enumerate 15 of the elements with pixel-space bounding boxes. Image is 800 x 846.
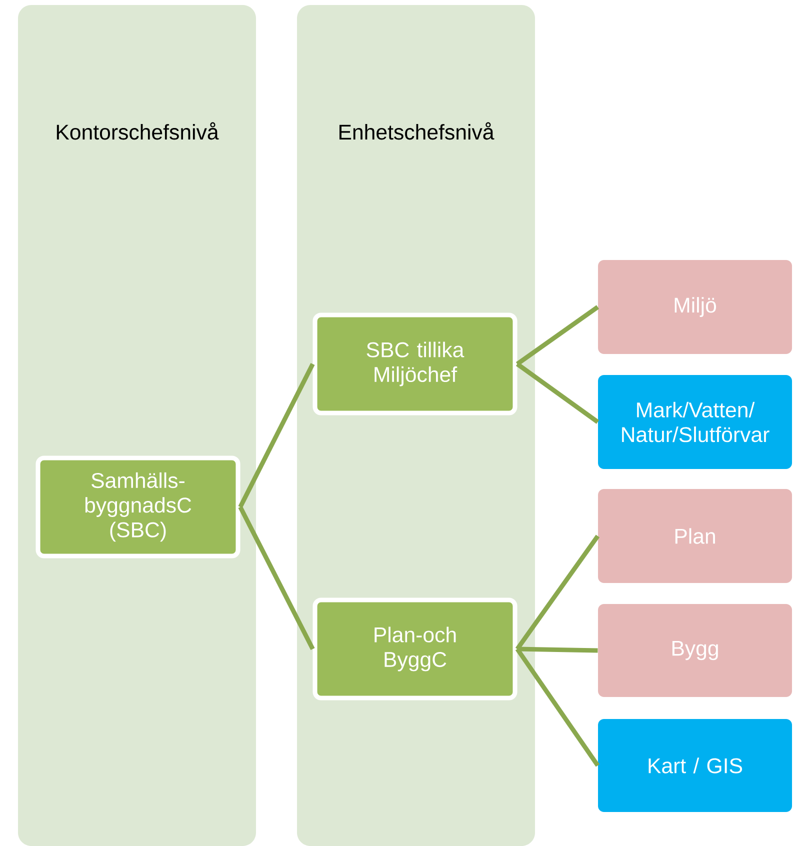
connector-line [515, 534, 600, 650]
connector-line [516, 362, 600, 424]
unit-box: Mark/Vatten/ Natur/Slutförvar [598, 375, 792, 469]
connector-line [516, 305, 600, 366]
role-box: Plan-och ByggC [312, 598, 518, 700]
connector-line [238, 506, 315, 650]
unit-box: Kart / GIS [598, 719, 792, 812]
role-box: Samhälls- byggnadsC (SBC) [36, 456, 240, 558]
connector-line [238, 362, 315, 508]
role-box: SBC tillika Miljöchef [312, 312, 518, 416]
unit-box: Plan [598, 489, 792, 583]
unit-box: Miljö [598, 260, 792, 354]
unit-box: Bygg [598, 604, 792, 697]
connector-line [515, 648, 600, 767]
connector-line [517, 646, 598, 653]
